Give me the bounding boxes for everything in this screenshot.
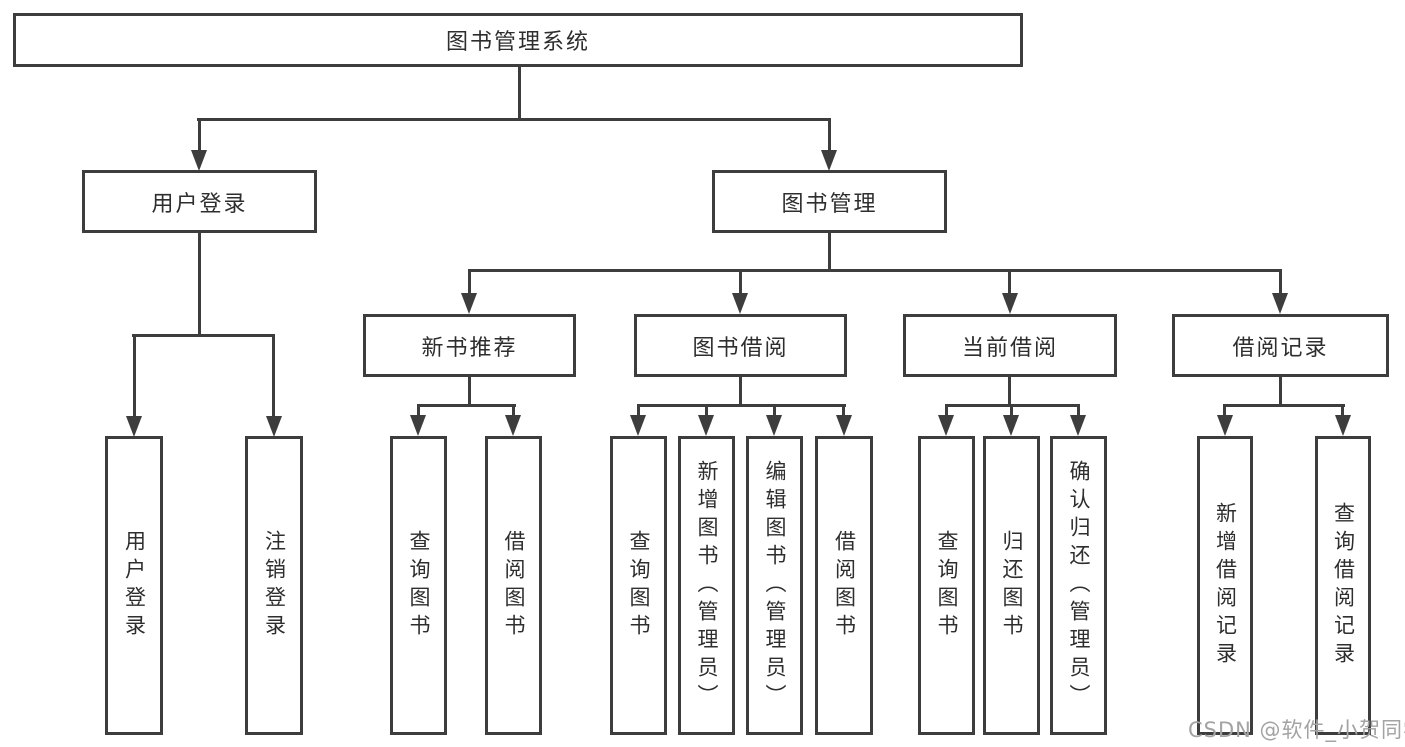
node-book-management: 图书管理 — [712, 170, 947, 233]
leaf-br-add-record-label: 新增借阅记录 — [1213, 501, 1238, 670]
leaf-nb-borrow-books-label: 借阅图书 — [502, 529, 526, 642]
connector-current-drop — [1008, 376, 1011, 407]
arrow-down-icon — [698, 415, 714, 436]
leaf-nb-query-books-label: 查询图书 — [407, 529, 431, 642]
connector-rail-level3 — [468, 269, 1282, 272]
leaf-cb-query-books: 查询图书 — [918, 436, 975, 735]
arrow-down-icon — [410, 415, 426, 436]
leaf-bb-query-books-label: 查询图书 — [627, 529, 651, 642]
leaf-bb-borrow-books-label: 借阅图书 — [832, 529, 857, 642]
leaf-cb-return-books-label: 归还图书 — [1000, 529, 1024, 642]
connector-bookmgmt-drop — [828, 233, 831, 272]
leaf-logout: 注销登录 — [245, 436, 303, 735]
leaf-nb-query-books: 查询图书 — [390, 436, 447, 735]
arrow-down-icon — [1002, 293, 1018, 314]
arrow-down-icon — [266, 416, 282, 437]
leaf-cb-query-books-label: 查询图书 — [935, 529, 959, 642]
leaf-cb-confirm-return-admin: 确认归还（管理员） — [1050, 436, 1107, 735]
node-new-book-recommend: 新书推荐 — [363, 314, 576, 377]
connector-shaft — [828, 118, 831, 152]
connector-shaft — [637, 404, 640, 418]
connector-rail-borrow — [637, 404, 846, 407]
leaf-br-add-record: 新增借阅记录 — [1197, 436, 1253, 735]
connector-root-drop — [518, 66, 521, 120]
leaf-bb-query-books: 查询图书 — [610, 436, 667, 735]
leaf-user-login-label: 用户登录 — [122, 529, 147, 642]
connector-shaft — [468, 269, 471, 296]
connector-shaft — [705, 404, 708, 418]
connector-rail-userlogin — [132, 334, 275, 337]
node-borrow-record: 借阅记录 — [1172, 314, 1389, 377]
connector-rail-record — [1223, 404, 1345, 407]
connector-shaft — [842, 404, 845, 418]
connector-shaft — [1341, 404, 1344, 418]
arrow-down-icon — [126, 416, 142, 437]
node-user-login: 用户登录 — [82, 170, 317, 233]
leaf-bb-borrow-books: 借阅图书 — [815, 436, 873, 735]
leaf-nb-borrow-books: 借阅图书 — [485, 436, 542, 735]
connector-shaft — [417, 404, 420, 418]
arrow-down-icon — [191, 150, 207, 171]
node-current-borrow: 当前借阅 — [903, 314, 1117, 377]
arrow-down-icon — [630, 415, 646, 436]
connector-shaft — [739, 269, 742, 296]
connector-shaft — [1010, 404, 1013, 418]
arrow-down-icon — [938, 415, 954, 436]
leaf-user-login: 用户登录 — [105, 436, 163, 735]
connector-shaft — [1279, 269, 1282, 296]
arrow-down-icon — [1335, 415, 1351, 436]
arrow-down-icon — [1070, 415, 1086, 436]
leaf-bb-edit-books-admin: 编辑图书（管理员） — [746, 436, 803, 735]
connector-shaft — [1223, 404, 1226, 418]
connector-userlogin-drop — [198, 233, 201, 337]
connector-shaft — [1008, 269, 1011, 296]
leaf-br-query-record: 查询借阅记录 — [1315, 436, 1371, 735]
leaf-bb-edit-books-admin-label: 编辑图书（管理员） — [763, 459, 787, 712]
connector-rail-newbook — [417, 404, 516, 407]
arrow-down-icon — [821, 150, 837, 171]
leaf-bb-add-books-admin-label: 新增图书（管理员） — [695, 459, 719, 712]
connector-shaft — [512, 404, 515, 418]
leaf-br-query-record-label: 查询借阅记录 — [1331, 501, 1356, 670]
leaf-cb-return-books: 归还图书 — [983, 436, 1040, 735]
connector-shaft — [773, 404, 776, 418]
connector-newbook-drop — [468, 376, 471, 407]
node-book-borrow: 图书借阅 — [634, 314, 847, 377]
arrow-down-icon — [732, 293, 748, 314]
arrow-down-icon — [836, 415, 852, 436]
arrow-down-icon — [1217, 415, 1233, 436]
leaf-cb-confirm-return-admin-label: 确认归还（管理员） — [1067, 459, 1091, 712]
arrow-down-icon — [1272, 293, 1288, 314]
arrow-down-icon — [766, 415, 782, 436]
connector-shaft — [1077, 404, 1080, 418]
connector-shaft — [133, 334, 136, 418]
leaf-bb-add-books-admin: 新增图书（管理员） — [678, 436, 735, 735]
connector-shaft — [198, 118, 201, 152]
arrow-down-icon — [1003, 415, 1019, 436]
arrow-down-icon — [505, 415, 521, 436]
node-root-system: 图书管理系统 — [13, 13, 1023, 67]
leaf-logout-label: 注销登录 — [262, 529, 287, 642]
connector-shaft — [272, 334, 275, 418]
arrow-down-icon — [461, 293, 477, 314]
watermark: CSDN @软件_小贺同学 — [1188, 718, 1405, 742]
connector-borrow-drop — [739, 376, 742, 407]
connector-shaft — [945, 404, 948, 418]
connector-rail-level2 — [197, 118, 831, 121]
connector-record-drop — [1279, 376, 1282, 407]
